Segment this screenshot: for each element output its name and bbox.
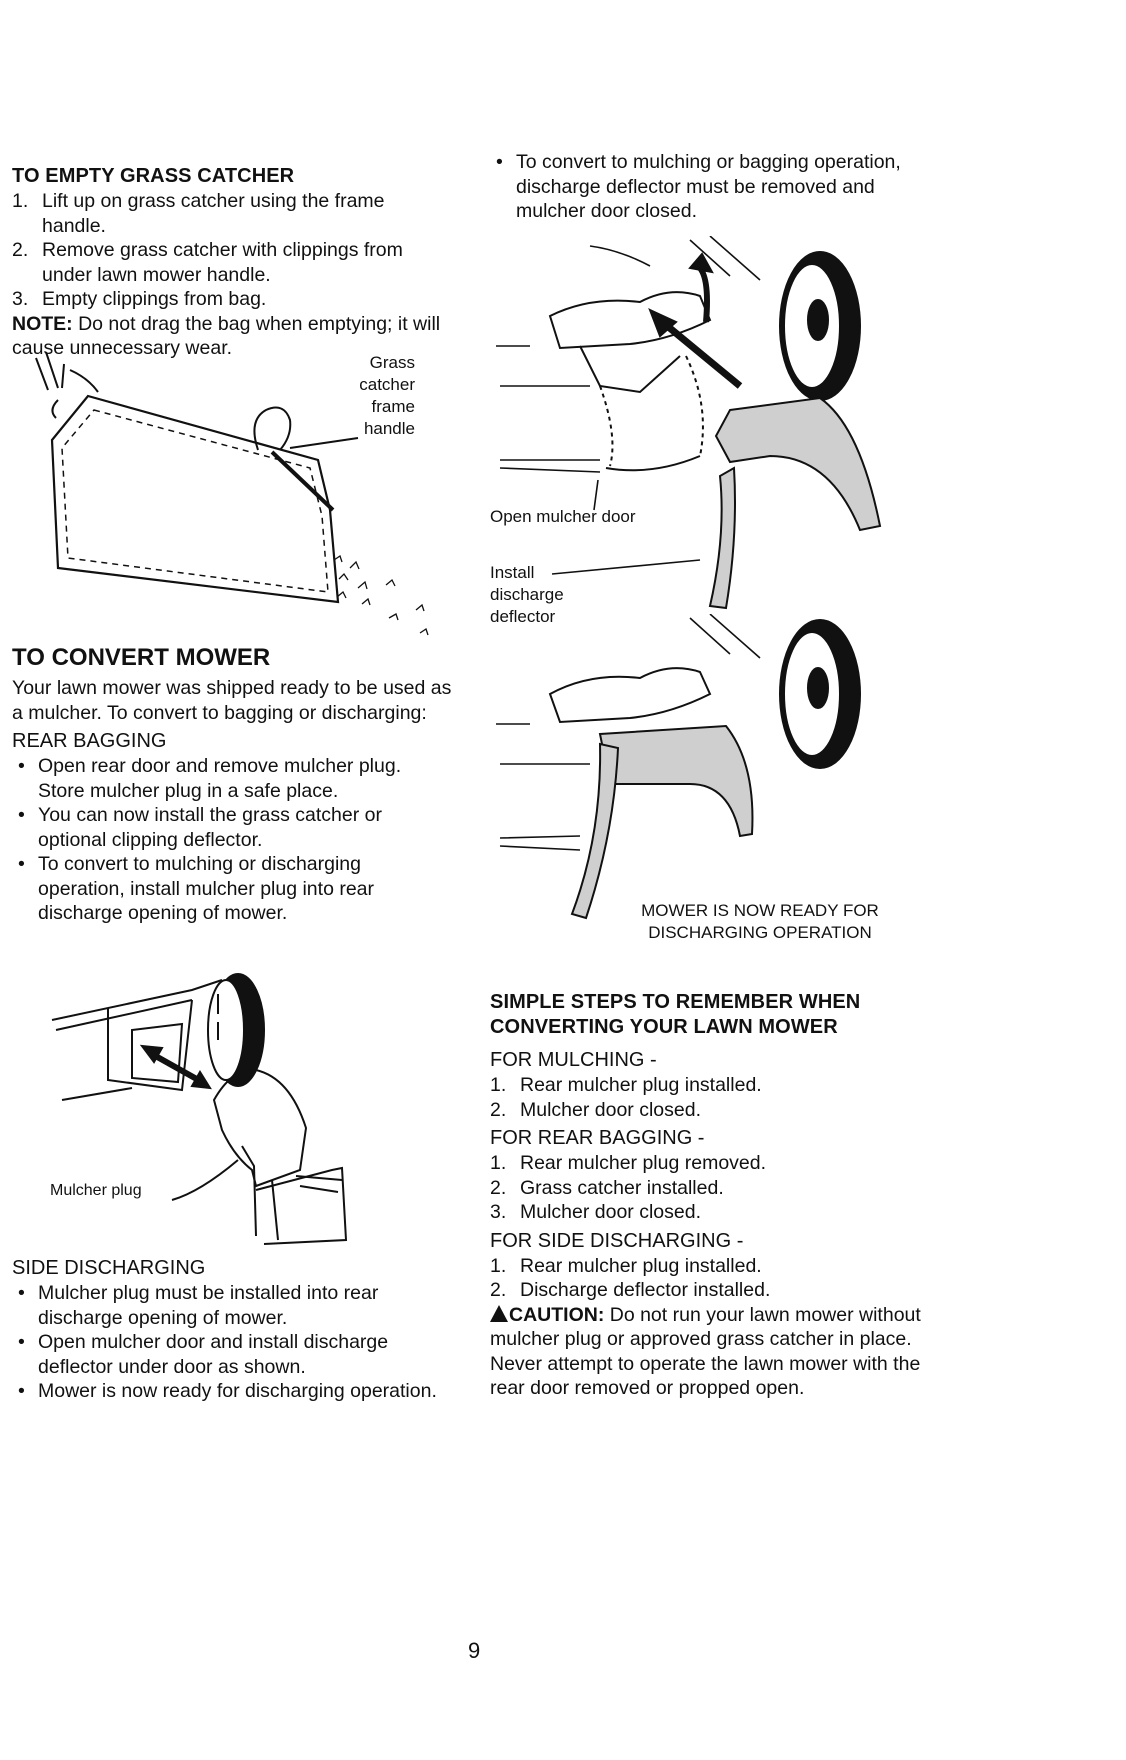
convert-heading: TO CONVERT MOWER bbox=[12, 644, 271, 671]
grass-catcher-frame-handle-label: Grass catcher frame handle bbox=[359, 353, 415, 438]
rear-bagging-title: REAR BAGGING bbox=[12, 730, 167, 752]
side-discharging-section: SIDE DISCHARGING Mulcher plug must be in… bbox=[12, 1256, 452, 1404]
simple-steps-heading: SIMPLE STEPS TO REMEMBER WHEN CONVERTING… bbox=[490, 991, 861, 1038]
list-item: 1.Rear mulcher plug installed. bbox=[490, 1254, 762, 1277]
list-item: Open rear door and remove mulcher plug. … bbox=[12, 754, 452, 803]
page-number: 9 bbox=[468, 1638, 481, 1663]
grass-catcher-emptying-figure bbox=[35, 351, 429, 636]
convert-intro: Your lawn mower was shipped ready to be … bbox=[12, 677, 452, 724]
rear-bagging-steps: 1.Rear mulcher plug removed. 2.Grass cat… bbox=[490, 1151, 930, 1225]
warning-triangle-icon bbox=[490, 1304, 508, 1322]
list-item: 2.Remove grass catcher with clippings fr… bbox=[12, 239, 403, 286]
caution-text: Do not run your lawn mower without mulch… bbox=[490, 1303, 921, 1400]
side-discharging-list: Mulcher plug must be installed into rear… bbox=[12, 1281, 452, 1404]
install-deflector-figure bbox=[496, 236, 882, 610]
mulcher-plug-figure bbox=[51, 973, 348, 1245]
side-discharging-title: SIDE DISCHARGING bbox=[12, 1257, 206, 1279]
list-item: 2.Discharge deflector installed. bbox=[490, 1279, 771, 1301]
list-item: To convert to mulching or bagging operat… bbox=[490, 150, 910, 224]
list-item: 2.Grass catcher installed. bbox=[490, 1176, 724, 1199]
simple-steps-section: SIMPLE STEPS TO REMEMBER WHEN CONVERTING… bbox=[490, 990, 930, 1401]
for-mulching-title: FOR MULCHING - bbox=[490, 1049, 657, 1071]
list-item: 1.Rear mulcher plug removed. bbox=[490, 1152, 767, 1174]
mower-ready-figure bbox=[496, 614, 861, 920]
list-item: Mower is now ready for discharging opera… bbox=[12, 1379, 452, 1404]
list-item: 3.Mulcher door closed. bbox=[490, 1201, 702, 1223]
for-side-discharging-title: FOR SIDE DISCHARGING - bbox=[490, 1229, 744, 1252]
list-item: 1.Lift up on grass catcher using the fra… bbox=[12, 190, 385, 237]
caution-label: CAUTION: bbox=[509, 1303, 605, 1326]
install-discharge-deflector-label: Install discharge deflector bbox=[490, 563, 564, 626]
list-item: 1.Rear mulcher plug installed. bbox=[490, 1074, 762, 1096]
mower-ready-label: MOWER IS NOW READY FOR DISCHARGING OPERA… bbox=[641, 901, 879, 942]
right-intro-list: To convert to mulching or bagging operat… bbox=[490, 150, 910, 224]
rear-bagging-list: Open rear door and remove mulcher plug. … bbox=[12, 754, 452, 926]
side-discharging-steps: 1.Rear mulcher plug installed. 2.Dischar… bbox=[490, 1254, 930, 1303]
empty-steps-list: 1.Lift up on grass catcher using the fra… bbox=[12, 189, 442, 312]
list-item: Open mulcher door and install discharge … bbox=[12, 1330, 452, 1379]
list-item: Mulcher plug must be installed into rear… bbox=[12, 1281, 452, 1330]
mulching-steps: 1.Rear mulcher plug installed. 2.Mulcher… bbox=[490, 1073, 930, 1122]
empty-grass-catcher-section: TO EMPTY GRASS CATCHER 1.Lift up on gras… bbox=[12, 164, 442, 361]
note-text: Do not drag the bag when emptying; it wi… bbox=[12, 312, 441, 360]
open-mulcher-door-label: Open mulcher door bbox=[490, 507, 636, 526]
empty-note: NOTE: Do not drag the bag when emptying;… bbox=[12, 312, 442, 361]
note-label: NOTE: bbox=[12, 312, 73, 335]
mulcher-plug-label: Mulcher plug bbox=[50, 1182, 142, 1199]
caution-paragraph: CAUTION: Do not run your lawn mower with… bbox=[490, 1303, 930, 1401]
list-item: 3.Empty clippings from bag. bbox=[12, 288, 267, 310]
empty-heading: TO EMPTY GRASS CATCHER bbox=[12, 165, 295, 187]
convert-mower-section: TO CONVERT MOWER Your lawn mower was shi… bbox=[12, 644, 452, 926]
list-item: 2.Mulcher door closed. bbox=[490, 1098, 702, 1121]
list-item: You can now install the grass catcher or… bbox=[12, 803, 452, 852]
for-rear-bagging-title: FOR REAR BAGGING - bbox=[490, 1127, 705, 1149]
list-item: To convert to mulching or discharging op… bbox=[12, 852, 452, 926]
